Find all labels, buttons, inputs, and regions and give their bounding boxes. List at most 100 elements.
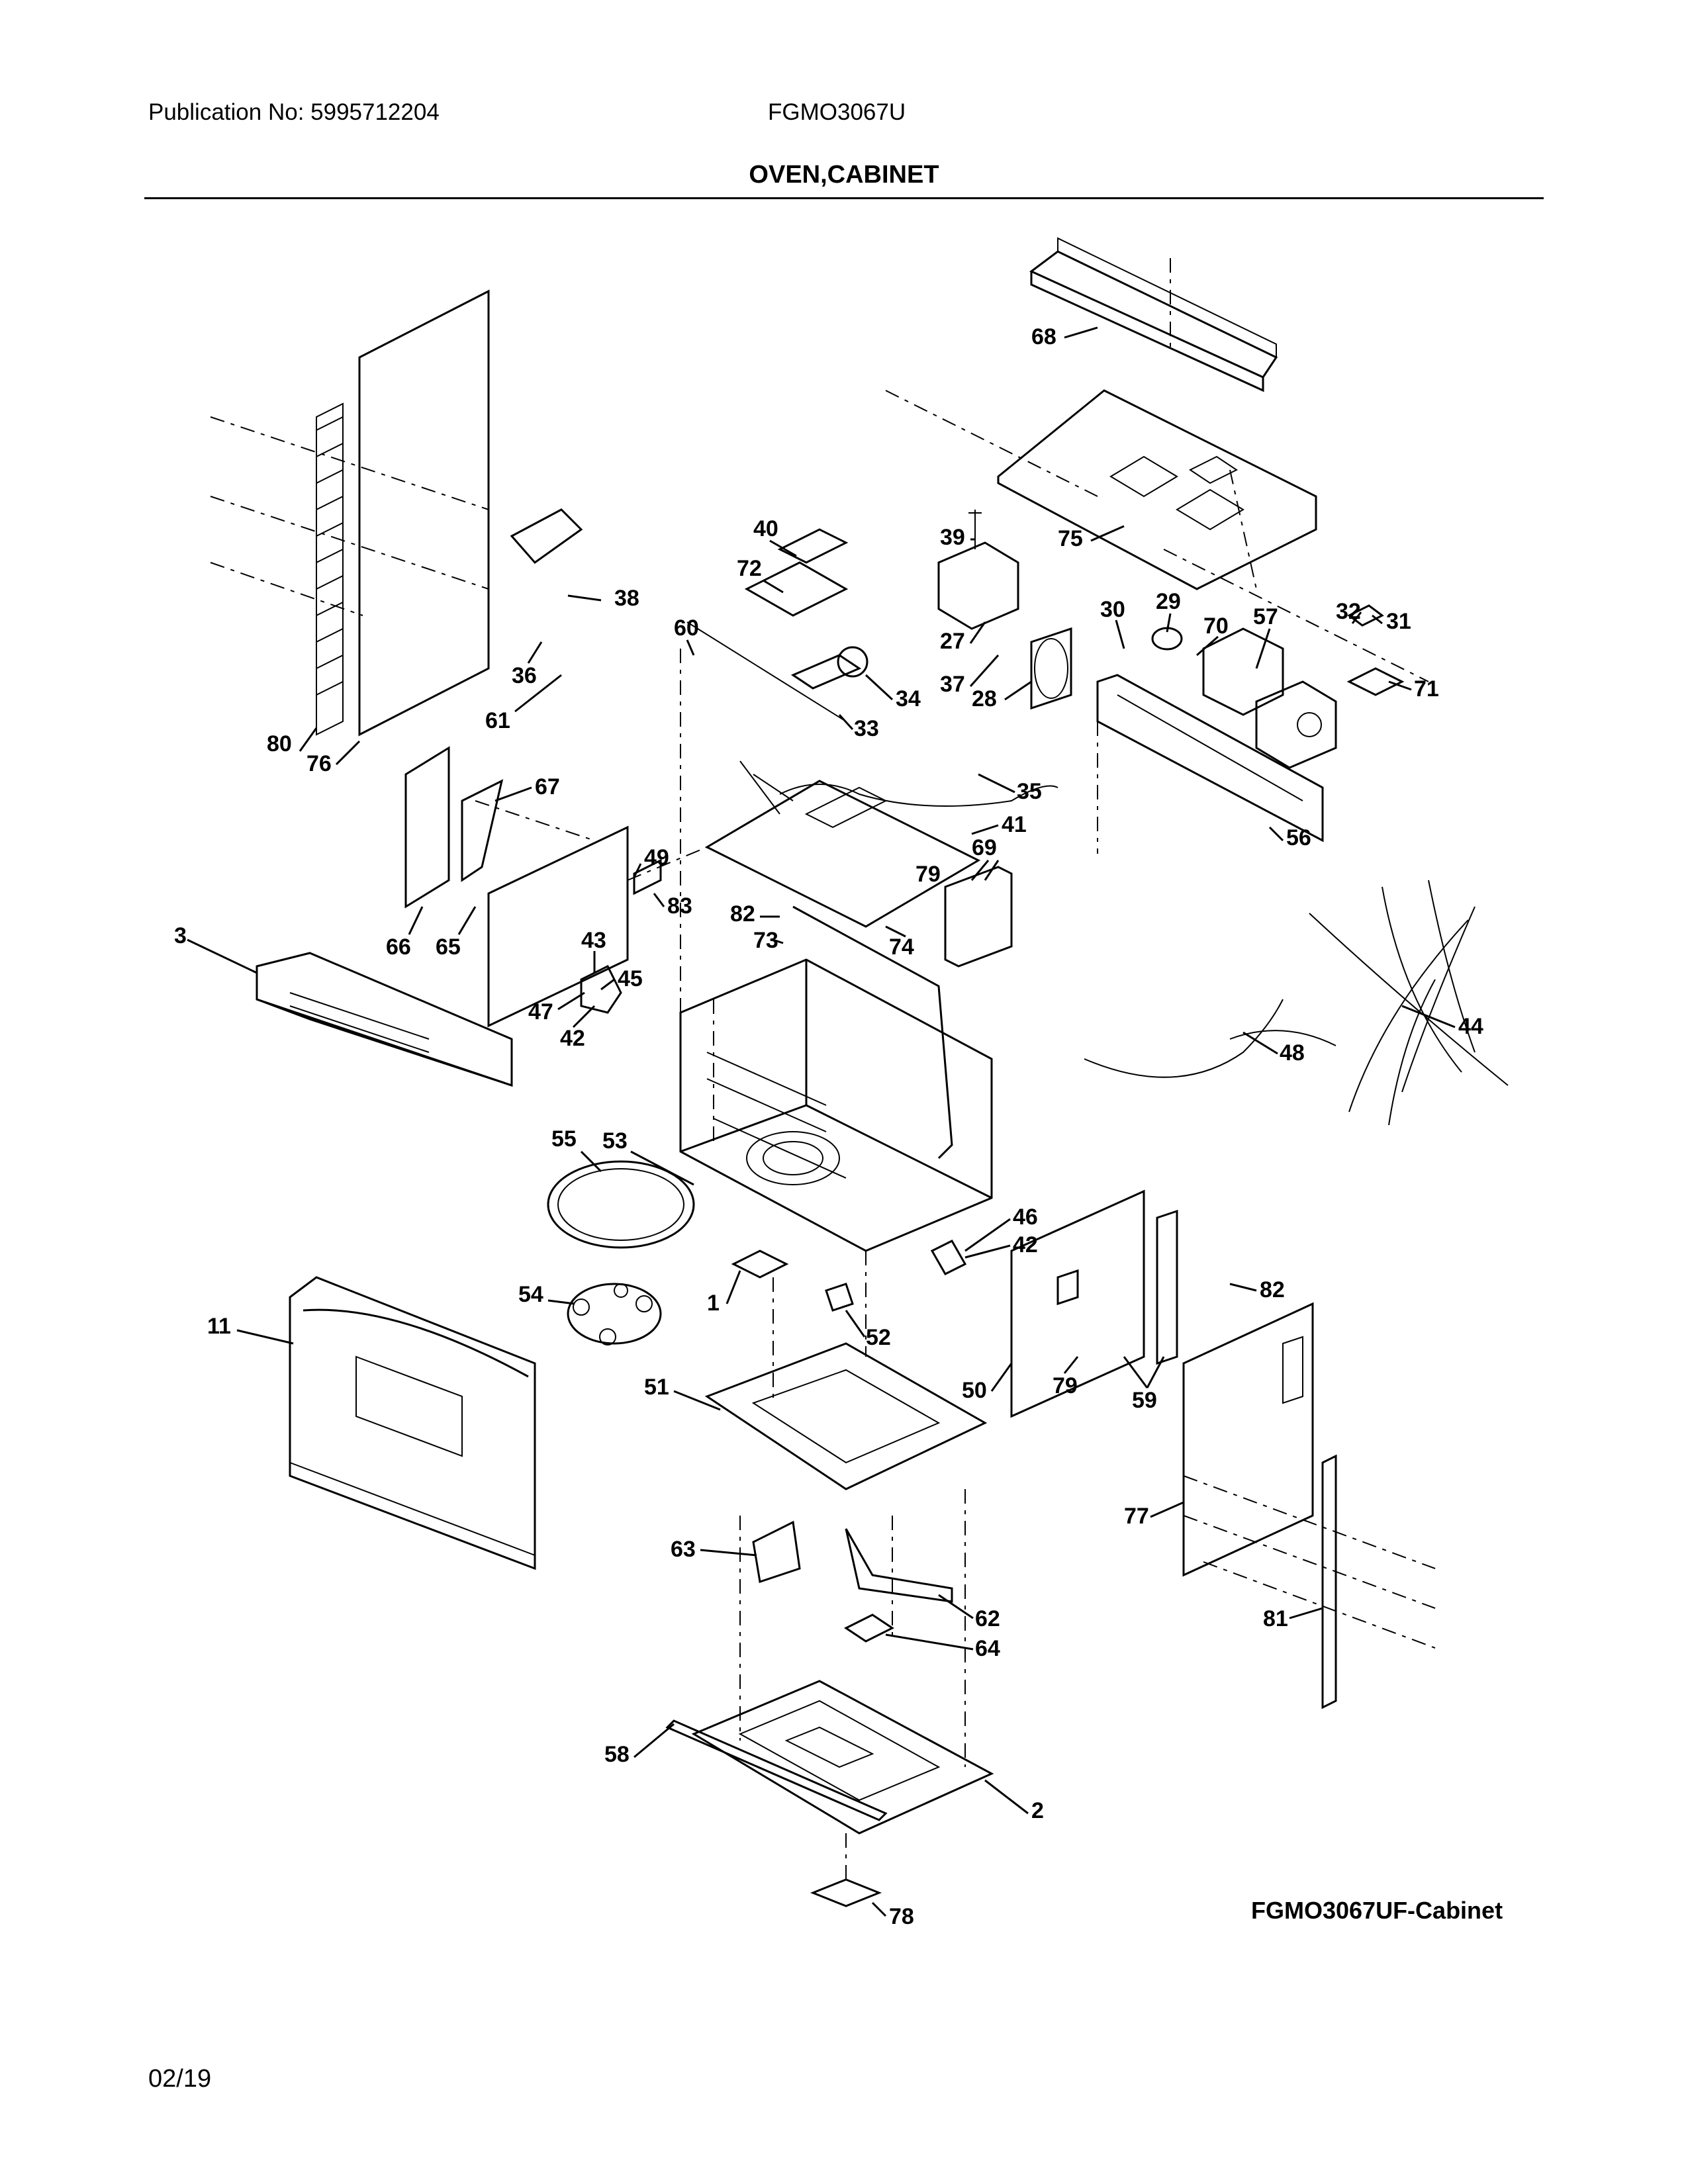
publication-number: Publication No: 5995712204: [148, 99, 440, 125]
part-base-shelf: [704, 1342, 988, 1490]
page-title: OVEN,CABINET: [749, 161, 939, 189]
callout-53: 53: [602, 1128, 628, 1154]
callout-45: 45: [618, 966, 643, 991]
exploded-parts-diagram: 68 75 40 72 39 38 27 37 28 30 29 70 57 3…: [174, 237, 1509, 1926]
part-control-panel: [256, 952, 513, 1087]
part-wire-harness: [704, 760, 1058, 928]
callout-29: 29: [1156, 589, 1181, 614]
callout-82: 82: [730, 901, 755, 927]
callout-81: 81: [1263, 1606, 1288, 1631]
part-oven-door: [289, 1276, 536, 1570]
callout-44: 44: [1458, 1014, 1483, 1039]
callout-49: 49: [644, 845, 669, 870]
callout-63: 63: [671, 1537, 696, 1562]
callout-42: 42: [560, 1026, 585, 1051]
callout-79b: 79: [1053, 1373, 1078, 1398]
callout-57: 57: [1253, 604, 1278, 629]
callout-60: 60: [674, 615, 699, 641]
part-cooling-fan: [686, 621, 868, 722]
callout-27: 27: [940, 629, 965, 654]
model-number: FGMO3067U: [768, 99, 906, 125]
part-latch-assembly: [580, 964, 622, 1014]
part-bottom-cover: [810, 1878, 882, 1907]
callout-58: 58: [604, 1742, 630, 1767]
callout-35: 35: [1017, 779, 1042, 804]
callout-32: 32: [1336, 599, 1361, 624]
callout-67: 67: [535, 774, 560, 799]
part-waveguide-cover: [731, 1250, 854, 1312]
part-bottom-plate: [665, 1680, 994, 1835]
callout-48: 48: [1280, 1040, 1305, 1066]
part-air-ducts: [752, 1520, 953, 1643]
callout-62: 62: [975, 1606, 1000, 1631]
callout-labels: 68 75 40 72 39 38 27 37 28 30 29 70 57 3…: [174, 324, 1483, 1926]
callout-66: 66: [386, 934, 411, 960]
callout-70: 70: [1203, 614, 1229, 639]
callout-42b: 42: [1013, 1232, 1038, 1257]
assembly-guide-lines: [475, 258, 1429, 1886]
title-rule: [144, 197, 1544, 199]
part-thermal-sensors: [1346, 604, 1405, 696]
callout-33: 33: [854, 716, 879, 741]
callout-31: 31: [1386, 609, 1411, 634]
diagram-caption: FGMO3067UF-Cabinet: [1251, 1897, 1503, 1924]
callout-37: 37: [940, 672, 965, 697]
part-top-cover: [997, 389, 1317, 590]
callout-72: 72: [737, 556, 762, 581]
part-roller-ring: [567, 1283, 662, 1345]
callout-68: 68: [1031, 324, 1056, 349]
revision-date: 02/19: [148, 2065, 212, 2093]
callout-38: 38: [614, 586, 639, 611]
callout-47: 47: [528, 999, 553, 1024]
part-right-outer-panel: [1182, 1302, 1436, 1709]
callout-3: 3: [174, 923, 187, 948]
callout-75: 75: [1058, 526, 1083, 551]
callout-39: 39: [940, 525, 965, 550]
callout-36: 36: [512, 663, 537, 688]
callout-69: 69: [972, 835, 997, 860]
part-wire-bundle: [1084, 880, 1509, 1126]
callout-1: 1: [707, 1291, 720, 1316]
callout-50: 50: [962, 1378, 987, 1403]
callout-30: 30: [1100, 597, 1125, 622]
callout-77: 77: [1124, 1504, 1149, 1529]
callout-46: 46: [1013, 1205, 1038, 1230]
part-oven-cavity: [679, 905, 993, 1252]
part-left-inner-panel: [487, 825, 662, 1028]
callout-55: 55: [551, 1126, 577, 1152]
callout-64: 64: [975, 1636, 1000, 1661]
callout-78: 78: [889, 1904, 914, 1926]
callout-40: 40: [753, 516, 778, 541]
callout-43: 43: [581, 928, 606, 953]
part-turntable-glass: [547, 1160, 695, 1249]
callout-2: 2: [1031, 1798, 1044, 1823]
callout-76: 76: [306, 751, 332, 776]
callout-41: 41: [1002, 812, 1027, 837]
callout-56: 56: [1286, 825, 1311, 850]
callout-28: 28: [972, 686, 997, 711]
part-right-inner-panel: [1010, 1189, 1178, 1418]
callout-59: 59: [1132, 1388, 1157, 1413]
callout-61: 61: [485, 708, 510, 733]
part-control-board: [744, 528, 849, 617]
callout-79: 79: [915, 862, 941, 887]
part-transformer: [1030, 627, 1072, 710]
callout-51: 51: [644, 1375, 669, 1400]
callout-65: 65: [436, 934, 461, 960]
part-fan-motor-assembly: [1096, 627, 1337, 842]
callout-83: 83: [667, 893, 692, 919]
part-switch-bracket: [944, 866, 1013, 968]
callout-82b: 82: [1260, 1277, 1285, 1302]
leader-lines: [187, 326, 1456, 1917]
callout-11: 11: [207, 1314, 231, 1339]
part-magnetron: [937, 510, 1019, 630]
part-door-switch: [930, 1240, 967, 1275]
part-left-brackets: [404, 746, 504, 909]
callout-52: 52: [866, 1325, 891, 1350]
callout-80: 80: [267, 731, 292, 756]
part-top-rail: [1029, 237, 1278, 392]
callout-34: 34: [896, 686, 921, 711]
part-left-side-panel: [210, 289, 583, 737]
callout-54: 54: [518, 1282, 543, 1307]
callout-74: 74: [889, 934, 914, 960]
